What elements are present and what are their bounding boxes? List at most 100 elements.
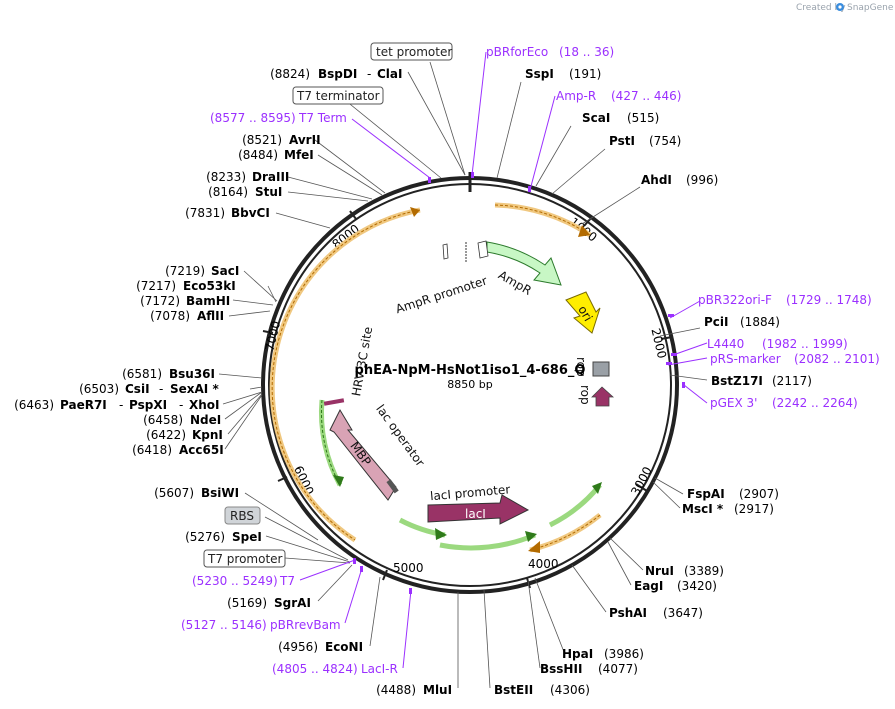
ori-label: ori bbox=[575, 303, 595, 324]
site-paer7i-sep: - bbox=[119, 398, 123, 412]
hrv3c-site-label: HRV 3C site bbox=[349, 326, 375, 398]
site-csii-sep: - bbox=[159, 382, 163, 396]
site-bsiwi-pos: (5607) bbox=[154, 486, 194, 500]
site-bbvci-pos: (7831) bbox=[185, 206, 225, 220]
site-eagi-name: EagI bbox=[634, 579, 663, 593]
site-pshai-pos: (3647) bbox=[663, 606, 703, 620]
site-kpni-name: KpnI bbox=[192, 428, 223, 442]
t7-terminator-label: T7 terminator bbox=[296, 89, 380, 103]
site-bsu36i-name: Bsu36I bbox=[169, 367, 215, 381]
rop-feature-arrow bbox=[591, 386, 615, 407]
plasmid-size: 8850 bp bbox=[447, 378, 492, 391]
ampr-feature bbox=[486, 241, 562, 286]
site-nrui-pos: (3389) bbox=[684, 564, 724, 578]
site-draiii-name: DraIII bbox=[252, 170, 289, 184]
primer-pbrrevbam-range: (5127 .. 5146) bbox=[181, 618, 267, 632]
site-bsshii-name: BssHII bbox=[540, 662, 582, 676]
site-bamhi-pos: (7172) bbox=[140, 294, 180, 308]
orf-arc-3-arrowhead bbox=[528, 541, 540, 553]
site-stui-pos: (8164) bbox=[208, 185, 248, 199]
tick-label-5000: 5000 bbox=[393, 561, 424, 575]
primer-t7term-range: (8577 .. 8595) bbox=[210, 111, 296, 125]
site-pspxi-sep: - bbox=[179, 398, 183, 412]
site-bstz17i-name: BstZ17I bbox=[711, 374, 763, 388]
site-eco53ki-name: Eco53kI bbox=[183, 279, 236, 293]
site-bspdi-name: BspDI bbox=[318, 67, 357, 81]
site-clai-name: ClaI bbox=[377, 67, 402, 81]
site-kpni-pos: (6422) bbox=[146, 428, 186, 442]
primer-ampr-range: (427 .. 446) bbox=[611, 89, 681, 103]
site-pspxi-name: PspXI bbox=[129, 398, 167, 412]
primer-pbrrevbam-name: pBRrevBam bbox=[270, 618, 341, 632]
site-sgrai-name: SgrAI bbox=[274, 596, 311, 610]
ampr-promoter-arrow-icon bbox=[477, 240, 489, 259]
site-mfei-pos: (8484) bbox=[238, 148, 278, 162]
orf-arc-green-2-arrowhead bbox=[435, 528, 447, 540]
lac-operator-label: lac operator bbox=[373, 402, 427, 469]
primer-pbrforeco-name: pBRforEco bbox=[486, 45, 548, 59]
laci-promoter-label: lacI promoter bbox=[430, 482, 511, 503]
site-saci-name: SacI bbox=[211, 264, 239, 278]
site-aflii-pos: (7078) bbox=[150, 309, 190, 323]
rop-box bbox=[592, 361, 610, 377]
site-hpai-name: HpaI bbox=[562, 647, 593, 661]
orf-arc-2-arrowhead bbox=[410, 207, 420, 217]
orf-arc-green-4-arrowhead bbox=[592, 482, 602, 494]
primer-pbrforeco-range: (18 .. 36) bbox=[559, 45, 614, 59]
primer-laci-r-name: LacI-R bbox=[361, 662, 398, 676]
site-ndei-pos: (6458) bbox=[143, 413, 183, 427]
site-paer7i-name: PaeR7I bbox=[60, 398, 107, 412]
laci-feature bbox=[427, 494, 530, 525]
orf-arc-2-outline bbox=[271, 209, 421, 541]
tick-5000: 5000 bbox=[382, 561, 424, 581]
site-bspdi-sep: - bbox=[367, 67, 371, 81]
site-acc65i-name: Acc65I bbox=[179, 443, 224, 457]
site-fspai-pos: (2907) bbox=[739, 487, 779, 501]
tick-label-2000: 2000 bbox=[649, 327, 670, 360]
rbs-box: RBS bbox=[224, 506, 261, 525]
site-pcii-name: PciI bbox=[704, 315, 729, 329]
site-bsteii-pos: (4306) bbox=[550, 683, 590, 697]
orf-arc-green-1-arrowhead bbox=[333, 475, 344, 487]
orf-arc-1-arrowhead bbox=[578, 225, 590, 237]
tick-label-3000: 3000 bbox=[628, 464, 655, 498]
t7-terminator-box: T7 terminator bbox=[292, 86, 384, 105]
primer-l4440-name: L4440 bbox=[707, 337, 744, 351]
site-scai-pos: (515) bbox=[627, 111, 659, 125]
primer-laci-r-range: (4805 .. 4824) bbox=[272, 662, 358, 676]
site-avrii-pos: (8521) bbox=[242, 133, 282, 147]
snapgene-brand-text: SnapGene bbox=[847, 3, 894, 13]
primer-pgex3-name: pGEX 3' bbox=[710, 396, 757, 410]
site-mlui-name: MluI bbox=[423, 683, 452, 697]
site-msci-name: MscI * bbox=[682, 502, 724, 516]
site-scai-name: ScaI bbox=[582, 111, 610, 125]
site-hpai-pos: (3986) bbox=[604, 647, 644, 661]
site-spei-name: SpeI bbox=[232, 530, 262, 544]
orf-arc-green-3 bbox=[439, 532, 536, 551]
site-bamhi-name: BamHI bbox=[186, 294, 230, 308]
site-psti-pos: (754) bbox=[649, 134, 681, 148]
tet-promoter-label: tet promoter bbox=[376, 45, 452, 59]
mbp-feature bbox=[329, 408, 397, 501]
site-sexai-name: SexAI * bbox=[170, 382, 219, 396]
site-mlui-pos: (4488) bbox=[376, 683, 416, 697]
site-ahdi-pos: (996) bbox=[686, 173, 718, 187]
site-csii-name: CsiI bbox=[125, 382, 150, 396]
site-saci-pos: (7219) bbox=[165, 264, 205, 278]
site-pcii-pos: (1884) bbox=[740, 315, 780, 329]
site-econi-name: EcoNI bbox=[325, 640, 363, 654]
site-draiii-pos: (8233) bbox=[206, 170, 246, 184]
site-ahdi-name: AhdI bbox=[641, 173, 672, 187]
site-sgrai-pos: (5169) bbox=[227, 596, 267, 610]
orf-arc-green-3-arrowhead bbox=[525, 531, 537, 542]
site-avrii-name: AvrII bbox=[289, 133, 321, 147]
tick-label-4000: 4000 bbox=[528, 557, 559, 571]
tick-3000: 3000 bbox=[628, 464, 655, 498]
primer-l4440-range: (1982 .. 1999) bbox=[762, 337, 848, 351]
ampr-promoter-label: AmpR promoter bbox=[394, 273, 489, 316]
site-mfei-name: MfeI bbox=[284, 148, 314, 162]
site-fspai-name: FspAI bbox=[687, 487, 725, 501]
site-bstz17i-pos: (2117) bbox=[772, 374, 812, 388]
site-bsiwi-name: BsiWI bbox=[201, 486, 239, 500]
